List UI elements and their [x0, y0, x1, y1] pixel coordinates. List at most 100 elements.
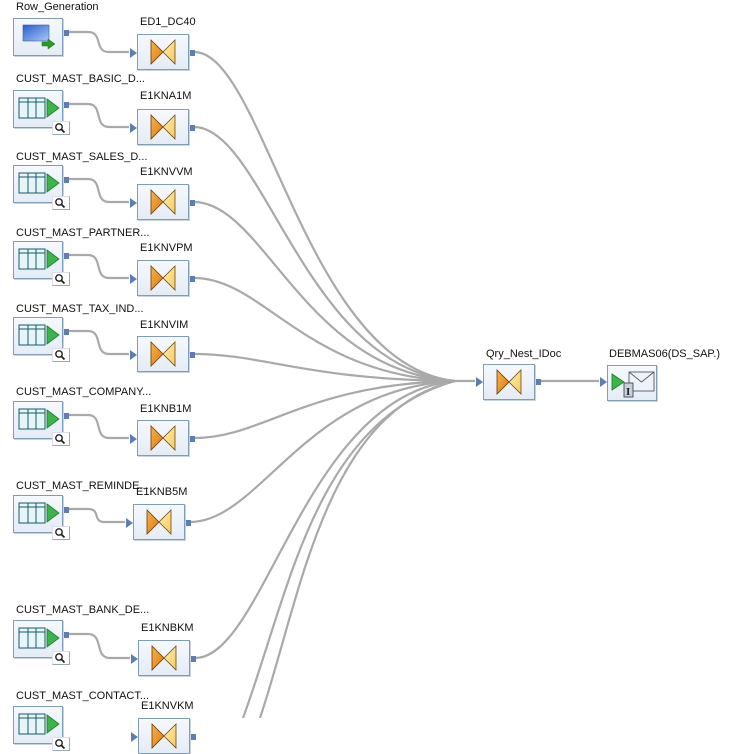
- view-data-magnifier-button[interactable]: [52, 121, 70, 135]
- idoc-message-target-icon: I: [611, 371, 655, 398]
- query-transform-icon: [150, 39, 176, 65]
- query-label: E1KNVIM: [140, 319, 189, 331]
- magnifier-icon: [55, 434, 66, 445]
- query-node-e1knvvm[interactable]: [130, 184, 195, 220]
- source-node-cust-mast-company[interactable]: [13, 401, 70, 446]
- table-source-icon: [18, 408, 60, 430]
- view-data-magnifier-button[interactable]: [52, 737, 70, 751]
- output-port[interactable]: [64, 329, 69, 335]
- query-to-nest-link[interactable]: [193, 379, 456, 440]
- source-to-query-link[interactable]: [68, 632, 130, 660]
- query-to-nest-link[interactable]: [193, 50, 456, 383]
- query-node-e1knb5m[interactable]: [126, 504, 191, 540]
- source-label: Row_Generation: [16, 1, 99, 13]
- input-port[interactable]: [130, 123, 137, 133]
- query-to-nest-link[interactable]: [189, 379, 456, 524]
- source-node-cust-mast-sales-d[interactable]: [13, 165, 70, 210]
- query-node-qry-nest-idoc[interactable]: [476, 364, 541, 400]
- output-port[interactable]: [191, 734, 196, 740]
- input-port[interactable]: [131, 654, 138, 664]
- source-label: CUST_MAST_SALES_D...: [16, 151, 148, 163]
- output-port[interactable]: [64, 102, 69, 108]
- output-port[interactable]: [64, 413, 69, 419]
- magnifier-icon: [55, 274, 66, 285]
- target-node-debmas06[interactable]: I: [600, 365, 657, 401]
- query-transform-icon: [150, 114, 176, 140]
- query-node-e1knvim[interactable]: [130, 336, 195, 372]
- query-to-nest-link[interactable]: [193, 200, 456, 383]
- query-transform-icon: [496, 369, 522, 395]
- source-to-query-link[interactable]: [68, 413, 129, 440]
- view-data-magnifier-button[interactable]: [52, 272, 70, 286]
- query-transform-icon: [146, 509, 172, 535]
- source-to-query-link[interactable]: [68, 253, 129, 280]
- query-to-nest-link[interactable]: [193, 352, 456, 383]
- source-node-cust-mast-contact[interactable]: [13, 706, 70, 751]
- input-port[interactable]: [126, 518, 133, 528]
- source-label: CUST_MAST_COMPANY...: [16, 386, 152, 398]
- query-node-e1knb1m[interactable]: [130, 420, 195, 456]
- view-data-magnifier-button[interactable]: [52, 348, 70, 362]
- output-port[interactable]: [191, 656, 196, 662]
- source-to-query-link[interactable]: [68, 102, 129, 129]
- output-port[interactable]: [64, 507, 69, 513]
- source-node-cust-mast-bank-de[interactable]: [13, 620, 70, 665]
- input-port[interactable]: [476, 377, 483, 387]
- source-to-query-link[interactable]: [68, 329, 129, 356]
- output-port[interactable]: [190, 276, 195, 282]
- query-label: E1KNVKM: [141, 700, 194, 712]
- output-port[interactable]: [536, 379, 541, 385]
- output-port[interactable]: [190, 352, 195, 358]
- view-data-magnifier-button[interactable]: [52, 526, 70, 540]
- output-port[interactable]: [64, 632, 69, 638]
- source-to-query-link[interactable]: [68, 507, 125, 524]
- view-data-magnifier-button[interactable]: [52, 432, 70, 446]
- connection-lines: [68, 30, 599, 718]
- query-to-nest-link[interactable]: [194, 379, 456, 660]
- input-port[interactable]: [131, 732, 138, 742]
- output-port[interactable]: [64, 30, 69, 36]
- source-node-cust-mast-tax-ind[interactable]: [13, 317, 70, 362]
- query-label: E1KNBKM: [141, 622, 194, 634]
- query-node-ed1-dc40[interactable]: [130, 34, 195, 70]
- output-port[interactable]: [64, 177, 69, 183]
- output-port[interactable]: [190, 125, 195, 131]
- query-transform-icon: [150, 425, 176, 451]
- query-to-nest-link[interactable]: [258, 379, 456, 718]
- output-port[interactable]: [186, 520, 191, 526]
- magnifier-icon: [55, 350, 66, 361]
- query-to-nest-link[interactable]: [241, 379, 456, 718]
- query-node-e1knbkm[interactable]: [131, 640, 196, 676]
- source-to-query-link[interactable]: [68, 177, 129, 204]
- source-label: CUST_MAST_REMINDE...: [16, 480, 149, 492]
- output-port[interactable]: [190, 50, 195, 56]
- table-source-icon: [18, 627, 60, 649]
- output-port[interactable]: [190, 200, 195, 206]
- input-port[interactable]: [130, 48, 137, 58]
- input-port[interactable]: [130, 274, 137, 284]
- input-port[interactable]: [130, 434, 137, 444]
- query-node-e1knvkm[interactable]: [131, 718, 196, 754]
- table-source-icon: [18, 502, 60, 524]
- source-node-row-generation[interactable]: [13, 18, 69, 56]
- query-label: E1KNVPM: [140, 242, 193, 254]
- source-label: CUST_MAST_BANK_DE...: [16, 604, 150, 616]
- query-node-e1kna1m[interactable]: [130, 109, 195, 145]
- input-port[interactable]: [130, 198, 137, 208]
- source-to-query-link[interactable]: [68, 30, 129, 54]
- output-port[interactable]: [190, 436, 195, 442]
- source-node-cust-mast-basic-d[interactable]: [13, 90, 70, 135]
- svg-text:I: I: [626, 386, 630, 398]
- source-node-cust-mast-reminde[interactable]: [13, 495, 70, 540]
- row-generation-icon: [22, 24, 56, 50]
- input-port[interactable]: [600, 377, 607, 387]
- input-port[interactable]: [130, 350, 137, 360]
- query-to-nest-link[interactable]: [193, 276, 456, 383]
- view-data-magnifier-button[interactable]: [52, 196, 70, 210]
- source-node-cust-mast-partner[interactable]: [13, 241, 70, 286]
- output-port[interactable]: [64, 253, 69, 259]
- view-data-magnifier-button[interactable]: [52, 651, 70, 665]
- query-node-e1knvpm[interactable]: [130, 260, 195, 296]
- query-to-nest-link[interactable]: [193, 125, 456, 383]
